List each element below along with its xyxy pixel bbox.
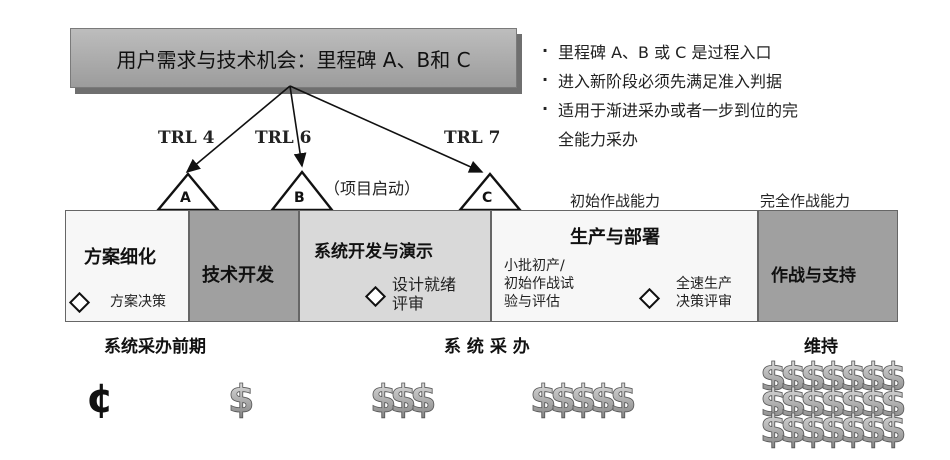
bullet-3: 适用于渐进采办或者一步到位的完: [540, 94, 940, 125]
phase-system-development: 系统开发与演示 设计就绪 评审: [299, 210, 491, 322]
top-requirements-box: 用户需求与技术机会：里程碑 A、B和 C: [70, 28, 517, 88]
phase-production-deployment: 生产与部署 小批初产/ 初始作战试 验与评估 全速生产 决策评审: [491, 210, 758, 322]
full-capability-label: 完全作战能力: [760, 192, 851, 210]
dollar-icon: $: [610, 377, 636, 421]
dollar-icon: $: [860, 407, 886, 451]
arrow-to-a: [185, 85, 291, 174]
dollar-icon: $: [760, 360, 786, 399]
initial-capability-label: 初始作战能力: [570, 192, 661, 210]
dollar-icon: $: [530, 377, 556, 421]
dollar-icon: $: [880, 407, 906, 451]
phase-sdd-title: 系统开发与演示: [314, 242, 433, 262]
frp-review-diamond-icon: [638, 287, 661, 310]
frp-line-1: 全速生产: [676, 276, 732, 292]
sustainment-label: 维持: [804, 337, 838, 357]
phase-production-title: 生产与部署: [570, 227, 660, 248]
lrip-label: 小批初产/ 初始作战试 验与评估: [504, 257, 574, 311]
dollar-icon: $: [860, 360, 886, 399]
dollar-icon: $: [840, 407, 866, 451]
bullet-1: 里程碑 A、B 或 C 是过程入口: [540, 36, 940, 67]
dollar-icon: $: [820, 381, 846, 425]
dollar-icon: $: [760, 381, 786, 425]
design-review-label: 设计就绪 评审: [392, 275, 456, 313]
dollar-icon: $: [800, 360, 826, 399]
dollar-icon: $: [570, 377, 596, 421]
cent-icon: ¢: [86, 376, 114, 422]
lrip-line-2: 初始作战试: [504, 276, 574, 292]
dollar-icon: $: [860, 381, 886, 425]
design-review-line-1: 设计就绪: [392, 275, 457, 294]
phase-ops-title: 作战与支持: [771, 266, 856, 286]
dollar-icon: $: [550, 377, 576, 421]
dollar-icon: $: [228, 377, 254, 421]
dollar-icon: $: [370, 377, 396, 421]
trl-7-label: TRL 7: [444, 128, 501, 148]
dollar-icon: $: [590, 377, 616, 421]
arrow-to-b: [289, 85, 307, 168]
phase-operations-support: 作战与支持: [758, 210, 898, 322]
concept-decision-diamond-icon: [68, 291, 91, 314]
bullet-2: 进入新阶段必须先满足准入判据: [540, 65, 940, 96]
dollar-icon: $: [410, 377, 436, 421]
phase-tech-title: 技术开发: [202, 265, 274, 286]
concept-decision-label: 方案决策: [110, 294, 166, 310]
pre-acquisition-label: 系统采办前期: [104, 337, 206, 357]
milestone-c-label: C: [482, 190, 493, 206]
dollar-icon: $: [880, 360, 906, 399]
project-start-note: （项目启动）: [324, 179, 421, 198]
dollar-icon: $: [820, 407, 846, 451]
milestone-b-label: B: [294, 190, 305, 206]
bullet-notes: 里程碑 A、B 或 C 是过程入口 进入新阶段必须先满足准入判据 适用于渐进采办…: [540, 36, 940, 154]
dollar-icon: $: [780, 381, 806, 425]
trl-6-label: TRL 6: [255, 128, 312, 148]
dollar-icon: $: [760, 407, 786, 451]
dollar-icon: $: [800, 381, 826, 425]
dollar-icon: $: [800, 407, 826, 451]
system-acquisition-label: 系 统 采 办: [444, 337, 530, 357]
phase-concept-refinement: 方案细化 方案决策: [65, 210, 189, 322]
dollar-icon: $: [840, 381, 866, 425]
design-review-line-2: 评审: [392, 294, 425, 313]
phase-technology-development: 技术开发: [189, 210, 299, 322]
top-box-text: 用户需求与技术机会：里程碑 A、B和 C: [116, 47, 471, 72]
dollar-icon: $: [820, 360, 846, 399]
bullet-3-continuation: 全能力采办: [558, 130, 639, 149]
funding-icons: ¢ $$$$$$$$$$$$$$$$$$$$$$$$$$$$$$: [86, 360, 907, 451]
design-review-diamond-icon: [364, 285, 387, 308]
frp-line-2: 决策评审: [676, 294, 732, 310]
dollar-icon: $: [880, 381, 906, 425]
dollar-icon: $: [780, 407, 806, 451]
arrow-to-c: [289, 85, 484, 173]
dollar-icon: $: [780, 360, 806, 399]
frp-review-label: 全速生产 决策评审: [676, 275, 732, 311]
milestone-a-label: A: [180, 190, 191, 206]
lrip-line-3: 验与评估: [504, 294, 560, 310]
dollar-icon: $: [840, 360, 866, 399]
dollar-icon-group: $$$$$$$$$$$$$$$$$$$$$$$$$$$$$$: [228, 360, 907, 451]
dollar-icon: $: [390, 377, 416, 421]
trl-4-label: TRL 4: [158, 128, 215, 148]
lrip-line-1: 小批初产/: [504, 258, 565, 274]
phase-concept-title: 方案细化: [84, 247, 156, 268]
